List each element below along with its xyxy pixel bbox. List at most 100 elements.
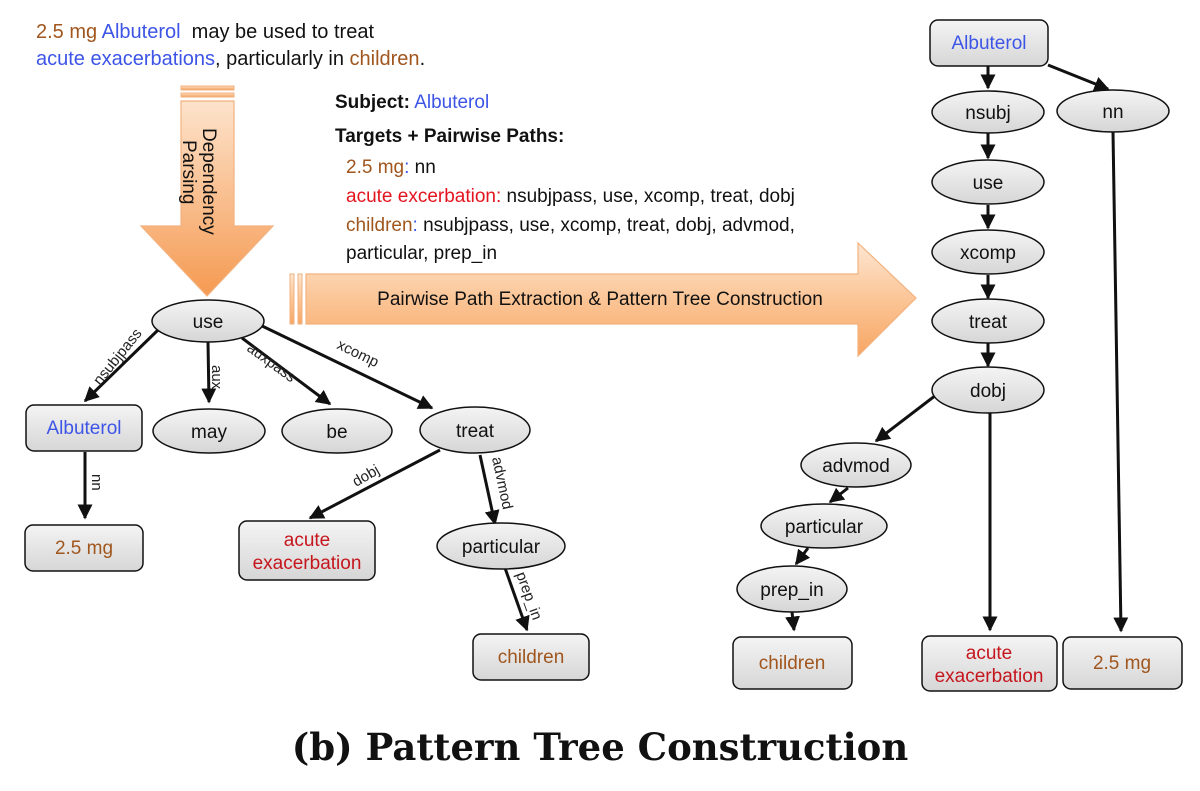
dependency-edges xyxy=(77,322,530,632)
edge-use-may xyxy=(201,341,217,404)
pat-node-treat-label: treat xyxy=(969,312,1008,333)
edge-albuterol-nn xyxy=(1047,63,1110,91)
target-acute-path-text: nsubjpass, use, xcomp, treat, dobj xyxy=(501,186,795,207)
pat-node-advmod-label: advmod xyxy=(822,456,890,477)
edge-label-advmod: advmod xyxy=(488,455,516,511)
edge-use-albuterol xyxy=(83,328,160,403)
pat-node-acute-label-1: acute xyxy=(966,643,1012,664)
edge-use-treat xyxy=(257,322,434,410)
target-dose-path-text: nn xyxy=(409,157,436,178)
dep-node-be: be xyxy=(281,408,393,454)
pat-node-acute-label-2: exacerbation xyxy=(935,666,1044,687)
dep-node-particular-label: particular xyxy=(462,537,541,558)
edge-particular-children xyxy=(503,567,530,632)
dep-node-acute-label-2: exacerbation xyxy=(253,553,362,574)
edge-label-nn: nn xyxy=(88,474,105,491)
pattern-edges xyxy=(785,63,1129,633)
dep-node-may: may xyxy=(152,408,266,454)
pat-node-prep-in-label: prep_in xyxy=(760,580,823,601)
pattern-construction-arrow: Pairwise Path Extraction & Pattern Tree … xyxy=(289,241,917,358)
pat-node-xcomp: xcomp xyxy=(931,229,1045,275)
edge-dobj-advmod xyxy=(874,390,941,443)
targets-heading: Targets + Pairwise Paths: xyxy=(335,126,564,148)
sentence-target-acute: acute exacerbations xyxy=(36,48,216,70)
arrow-label-dependency: Dependency xyxy=(198,128,219,235)
subject-label: Subject: xyxy=(335,92,410,113)
target-children-path-text: nsubjpass, use, xcomp, treat, dobj, advm… xyxy=(417,215,795,236)
edge-label-auxpass: auxpass xyxy=(244,339,299,386)
dep-node-dose: 2.5 mg xyxy=(24,524,144,572)
pat-node-treat: treat xyxy=(931,298,1045,344)
dep-node-use: use xyxy=(151,299,265,343)
dep-node-children-label: children xyxy=(498,647,565,668)
pat-node-dose-label: 2.5 mg xyxy=(1093,653,1151,674)
dep-node-albuterol-label: Albuterol xyxy=(47,418,122,439)
target-dose-name: 2.5 mg xyxy=(346,157,405,178)
pat-node-albuterol: Albuterol xyxy=(929,19,1049,67)
arrow-label-parsing: Parsing xyxy=(178,140,199,204)
dep-node-children: children xyxy=(472,633,590,681)
caption-text: (b) Pattern Tree Construction xyxy=(291,725,909,769)
subject-line: Subject: Albuterol xyxy=(335,92,489,114)
pat-node-children-label: children xyxy=(759,653,826,674)
dep-node-acute-label-1: acute xyxy=(284,530,330,551)
sentence-line-2: acute exacerbations, particularly in chi… xyxy=(36,47,425,71)
pat-node-acute-exacerbation: acute exacerbation xyxy=(921,635,1058,692)
dependency-nodes: use Albuterol may be treat 2.5 mg xyxy=(24,299,590,681)
pat-node-albuterol-label: Albuterol xyxy=(952,33,1027,54)
edge-label-nsubjpass: nsubjpass xyxy=(90,325,146,388)
sentence-text: . xyxy=(419,48,426,70)
target-children-path-text-2: particular, prep_in xyxy=(346,243,498,264)
dep-node-use-label: use xyxy=(193,312,224,333)
pat-node-dobj-label: dobj xyxy=(970,381,1006,402)
pat-node-advmod: advmod xyxy=(800,442,912,488)
pat-node-nsubj: nsubj xyxy=(931,90,1045,134)
dependency-parsing-arrow: Dependency Parsing xyxy=(139,85,275,297)
target-acute-path: acute excerbation: nsubjpass, use, xcomp… xyxy=(346,186,795,208)
edge-use-be xyxy=(241,336,332,406)
pat-node-particular: particular xyxy=(760,503,888,549)
pattern-nodes: Albuterol nsubj nn use xcomp treat xyxy=(732,19,1183,692)
edge-treat-acute xyxy=(308,448,441,520)
pat-node-dobj: dobj xyxy=(931,366,1045,414)
dep-node-albuterol: Albuterol xyxy=(25,404,143,452)
dep-node-be-label: be xyxy=(326,422,347,443)
pat-node-nn: nn xyxy=(1056,89,1170,133)
pat-node-particular-label: particular xyxy=(785,517,864,538)
edge-advmod-particular xyxy=(828,486,849,504)
sentence-target-dose: 2.5 mg xyxy=(36,21,98,43)
dep-node-treat-label: treat xyxy=(456,421,495,442)
dep-node-acute-exacerbation: acute exacerbation xyxy=(238,520,376,581)
target-dose-colon: : xyxy=(404,157,410,178)
dep-node-may-label: may xyxy=(191,422,227,443)
dep-node-dose-label: 2.5 mg xyxy=(55,538,113,559)
pat-node-nn-label: nn xyxy=(1102,102,1123,123)
targets-heading-text: Targets + Pairwise Paths: xyxy=(335,126,565,147)
pat-node-xcomp-label: xcomp xyxy=(960,243,1016,264)
sentence-target-children: children xyxy=(349,48,420,70)
target-children-name: children xyxy=(346,215,413,236)
pat-node-use: use xyxy=(931,159,1045,205)
edge-label-dobj: dobj xyxy=(350,462,383,491)
target-children-path: children: nsubjpass, use, xcomp, treat, … xyxy=(346,215,795,237)
edge-treat-particular xyxy=(478,454,500,526)
arrow-label-pattern: Pairwise Path Extraction & Pattern Tree … xyxy=(377,289,823,310)
edge-prep-in-children xyxy=(785,611,800,632)
pat-node-prep-in: prep_in xyxy=(736,565,848,613)
edge-label-aux: aux xyxy=(208,365,225,390)
edge-label-prep-in: prep_in xyxy=(512,570,545,623)
pat-node-children: children xyxy=(732,636,853,690)
target-children-path-continued: particular, prep_in xyxy=(346,243,497,265)
figure-caption: (b) Pattern Tree Construction xyxy=(0,725,1200,769)
dep-node-particular: particular xyxy=(436,522,566,570)
target-dose-path: 2.5 mg: nn xyxy=(346,157,436,179)
sentence-subject: Albuterol xyxy=(101,21,181,43)
edge-nn-dose xyxy=(1111,131,1129,633)
pat-node-use-label: use xyxy=(973,173,1004,194)
target-acute-name: acute excerbation: xyxy=(346,186,502,207)
edge-particular-prep-in xyxy=(794,547,811,566)
dep-node-treat: treat xyxy=(419,406,531,454)
pat-node-nsubj-label: nsubj xyxy=(965,103,1010,124)
